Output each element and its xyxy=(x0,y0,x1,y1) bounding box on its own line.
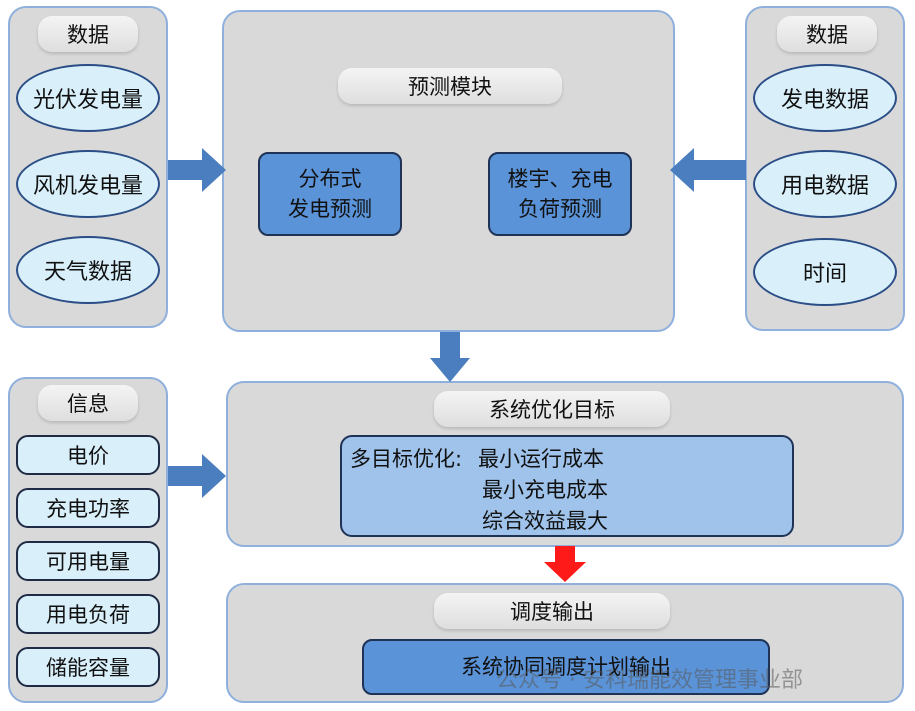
left-data-panel: 数据 光伏发电量 风机发电量 天气数据 xyxy=(8,6,168,328)
distributed-generation-forecast-box: 分布式 发电预测 xyxy=(258,152,402,236)
arrow-down-icon xyxy=(430,332,470,382)
info-title: 信息 xyxy=(38,385,138,421)
box-line: 分布式 xyxy=(298,167,362,191)
left-data-item: 光伏发电量 xyxy=(16,64,160,132)
right-data-panel: 数据 发电数据 用电数据 时间 xyxy=(745,6,905,331)
info-item: 用电负荷 xyxy=(16,594,160,634)
left-data-item: 风机发电量 xyxy=(16,150,160,218)
dispatch-panel: 调度输出 系统协同调度计划输出 xyxy=(226,583,904,703)
info-item: 储能容量 xyxy=(16,647,160,687)
box-line: 楼宇、充电 xyxy=(507,167,613,191)
arrow-right-icon xyxy=(168,454,226,498)
optimization-goal: 最小运行成本 xyxy=(478,447,604,471)
dispatch-plan-box: 系统协同调度计划输出 xyxy=(362,639,770,695)
info-item: 充电功率 xyxy=(16,488,160,528)
right-data-item: 时间 xyxy=(753,238,897,306)
right-data-item: 用电数据 xyxy=(753,150,897,218)
forecast-module-panel: 预测模块 分布式 发电预测 楼宇、充电 负荷预测 xyxy=(222,10,675,332)
arrow-right-icon xyxy=(168,148,226,192)
left-data-item: 天气数据 xyxy=(16,236,160,304)
optimization-goal: 综合效益最大 xyxy=(482,509,608,533)
dispatch-title: 调度输出 xyxy=(434,593,670,629)
building-charging-load-forecast-box: 楼宇、充电 负荷预测 xyxy=(488,152,632,236)
arrow-left-icon xyxy=(670,148,746,192)
info-panel: 信息 电价 充电功率 可用电量 用电负荷 储能容量 xyxy=(8,377,168,703)
left-data-title: 数据 xyxy=(38,16,138,52)
box-line: 负荷预测 xyxy=(518,197,602,221)
box-line: 发电预测 xyxy=(288,197,372,221)
right-data-item: 发电数据 xyxy=(753,64,897,132)
right-data-title: 数据 xyxy=(777,16,877,52)
multi-objective-box: 多目标优化: 最小运行成本 最小充电成本 综合效益最大 xyxy=(340,435,794,537)
arrow-down-red-icon xyxy=(544,546,586,582)
optimization-goal: 最小充电成本 xyxy=(482,478,608,502)
watermark: 公众号 · 安科瑞能效管理事业部 xyxy=(496,668,803,693)
info-item: 电价 xyxy=(16,435,160,475)
multi-objective-label: 多目标优化: xyxy=(350,447,463,471)
forecast-title: 预测模块 xyxy=(338,68,562,104)
optimization-title: 系统优化目标 xyxy=(434,391,670,427)
optimization-panel: 系统优化目标 多目标优化: 最小运行成本 最小充电成本 综合效益最大 xyxy=(226,381,904,547)
info-item: 可用电量 xyxy=(16,541,160,581)
